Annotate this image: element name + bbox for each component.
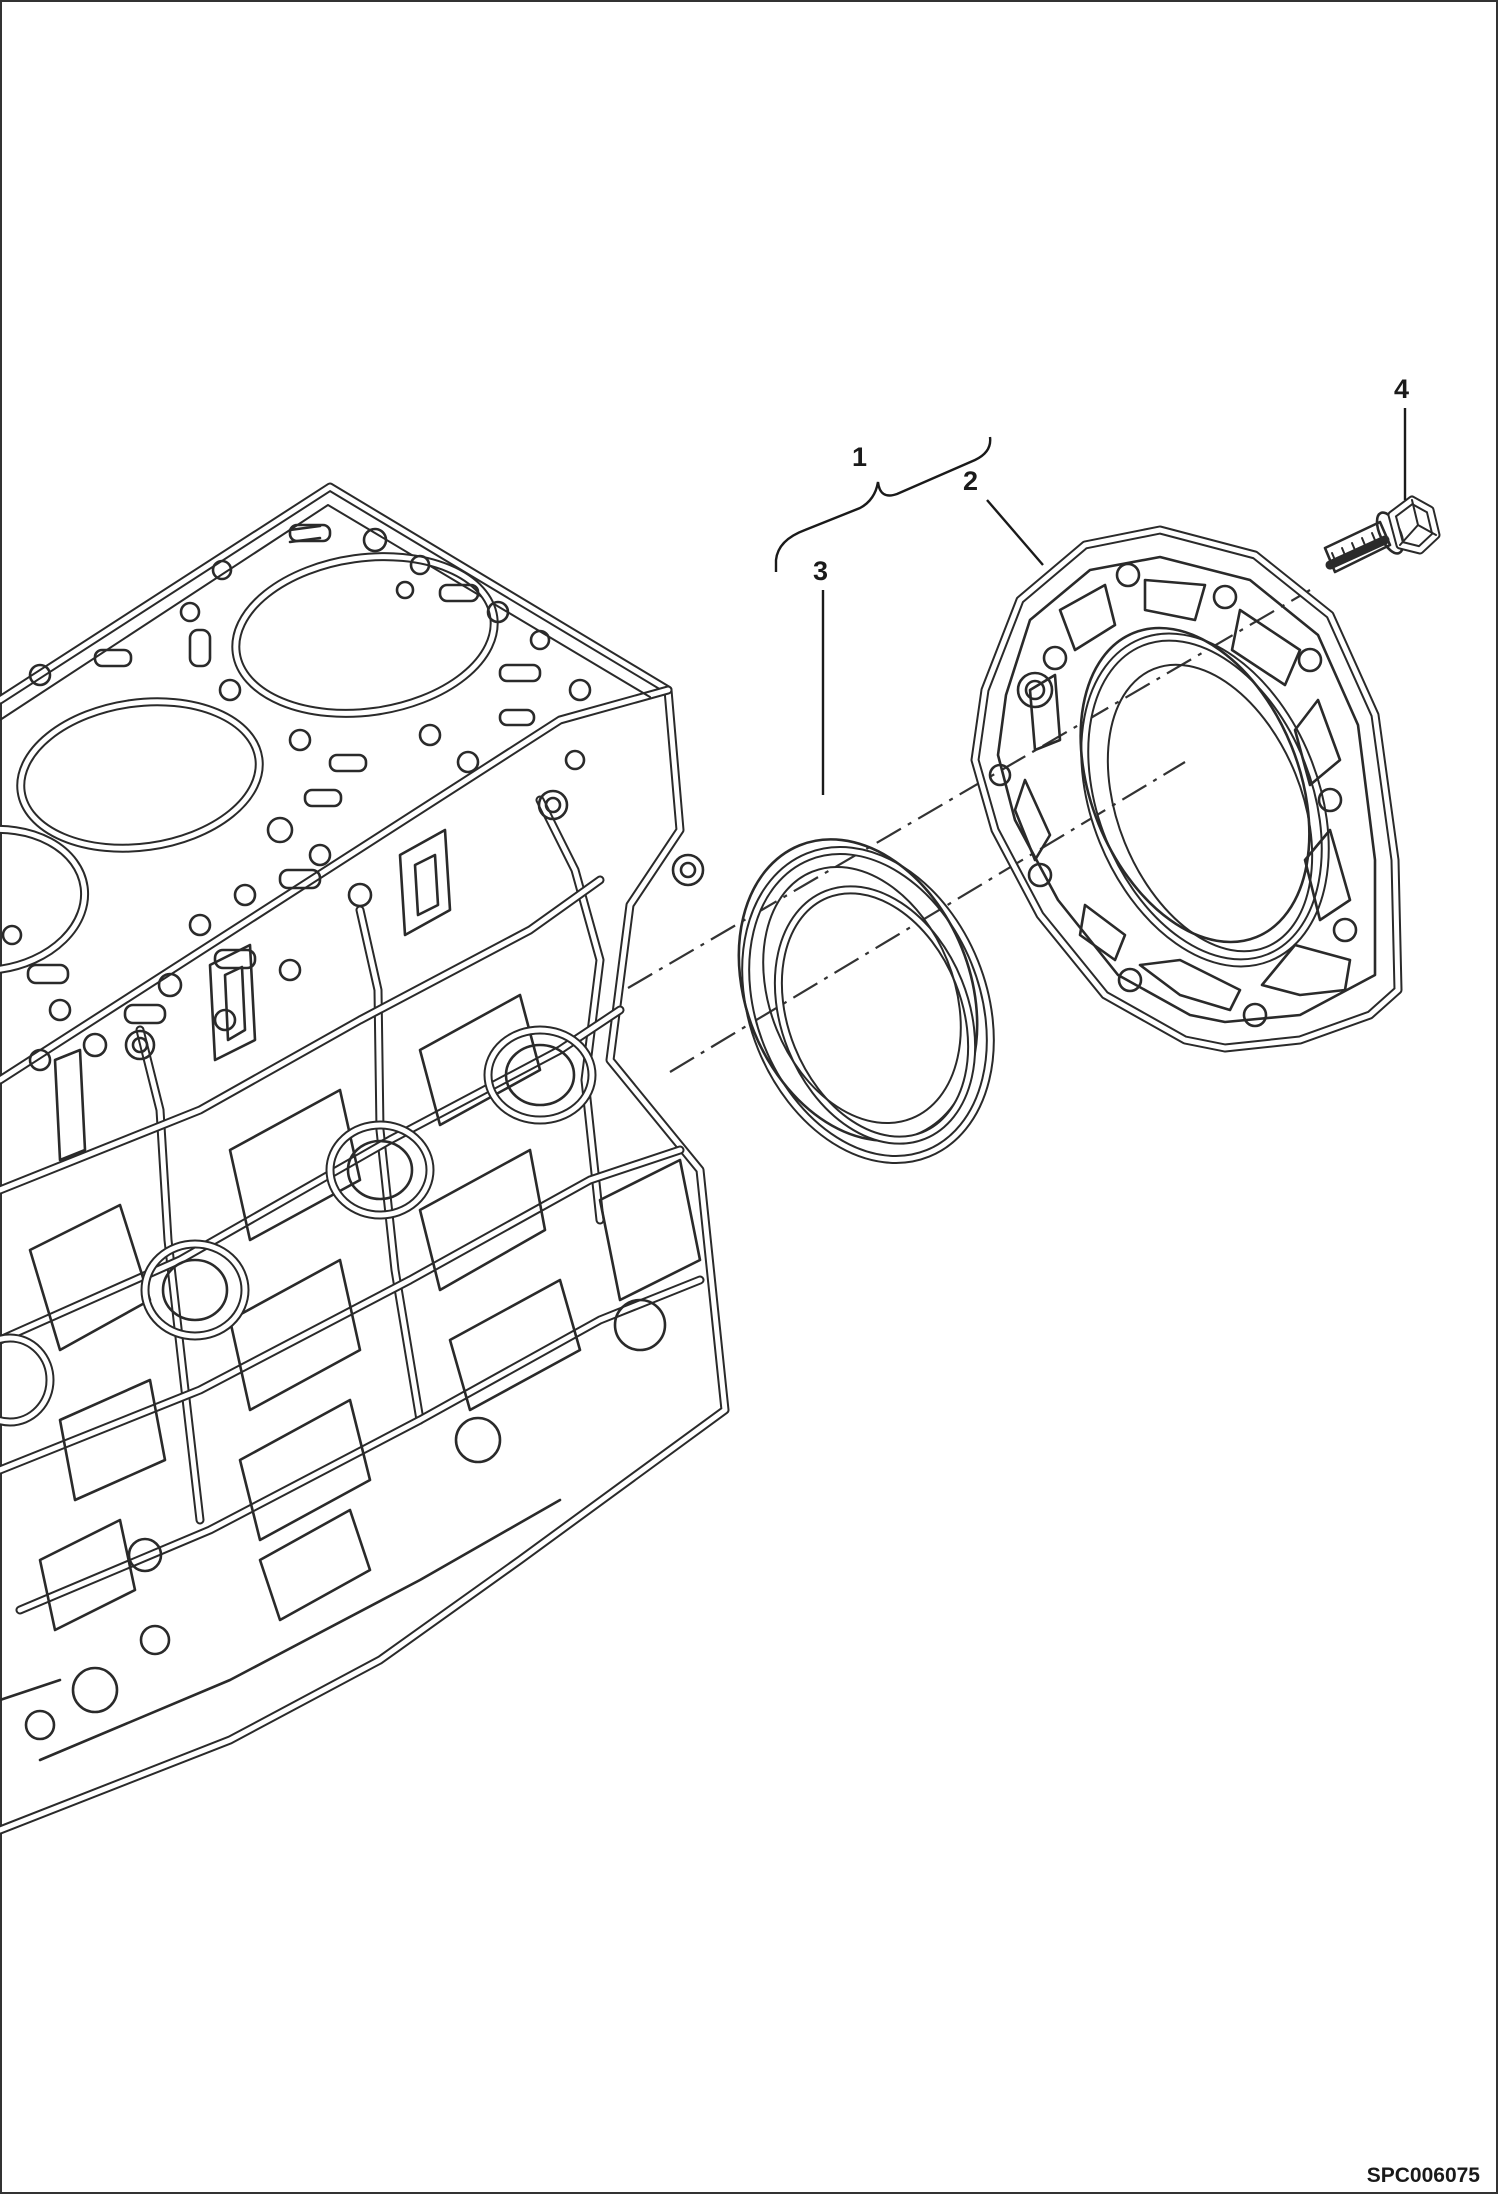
callout-leaders [774, 408, 1407, 795]
block-front-face [0, 789, 705, 1762]
deck-holes [1, 523, 592, 1072]
seal-housing [970, 525, 1403, 1053]
callout-1-brace [774, 436, 992, 572]
callout-4-label: 4 [1394, 374, 1409, 404]
engine-block [0, 482, 730, 1835]
callout-1-label: 1 [852, 442, 867, 472]
callout-2-label: 2 [963, 466, 978, 496]
drawing-reference: SPC006075 [1367, 2164, 1481, 2187]
callout-labels: 1 2 3 4 [813, 374, 1409, 586]
flange-bolt [1323, 495, 1441, 574]
callout-2-leader [986, 499, 1044, 566]
callout-3-label: 3 [813, 556, 828, 586]
oil-seal [737, 838, 995, 1164]
cylinder-bore-2 [16, 697, 264, 853]
